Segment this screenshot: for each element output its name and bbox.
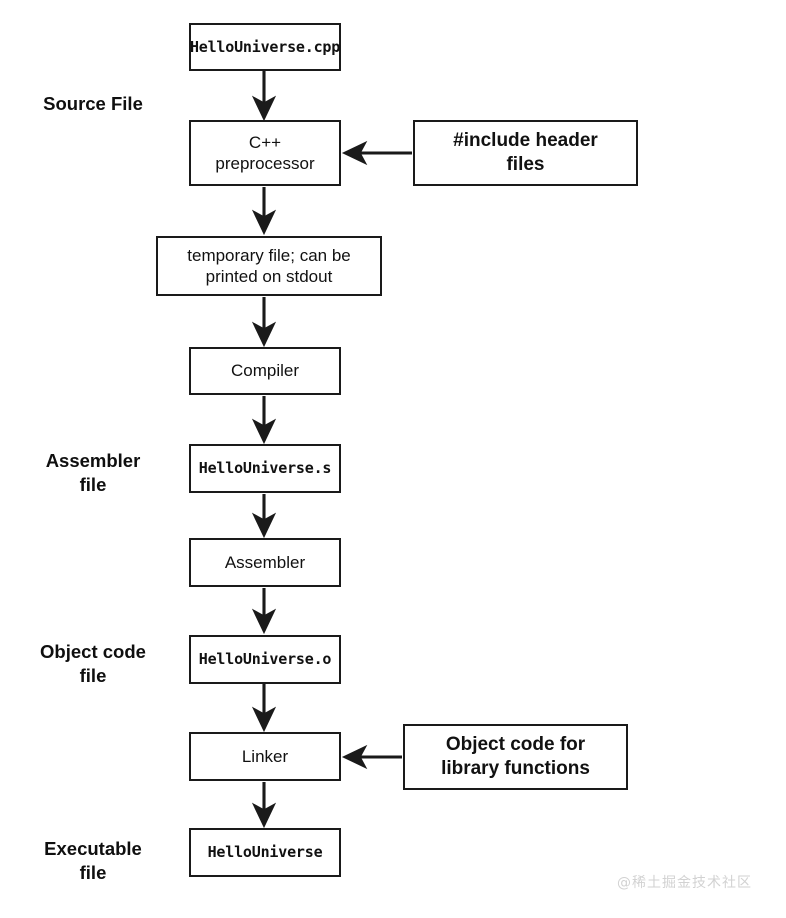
stage-label-executable-file: Executable file — [44, 838, 142, 884]
node-hellouniverse-s[interactable]: HelloUniverse.s — [189, 444, 341, 493]
node-compiler[interactable]: Compiler — [189, 347, 341, 395]
node-temporary-file[interactable]: temporary file; can be printed on stdout — [156, 236, 382, 296]
node-object-code-library[interactable]: Object code for library functions — [403, 724, 628, 790]
stage-label-assembler-file: Assembler file — [45, 450, 141, 496]
node-hellouniverse-o[interactable]: HelloUniverse.o — [189, 635, 341, 684]
node-assembler[interactable]: Assembler — [189, 538, 341, 587]
stage-label-source-file: Source File — [43, 93, 143, 114]
node-linker[interactable]: Linker — [189, 732, 341, 781]
node-hellouniverse-cpp[interactable]: HelloUniverse.cpp — [189, 23, 341, 71]
stage-label-object-code-file: Object code file — [40, 641, 146, 687]
node-hellouniverse[interactable]: HelloUniverse — [189, 828, 341, 877]
watermark-label: @稀土掘金技术社区 — [617, 875, 752, 891]
node-include-header-files[interactable]: #include header files — [413, 120, 638, 186]
node-cpp-preprocessor[interactable]: C++ preprocessor — [189, 120, 341, 186]
